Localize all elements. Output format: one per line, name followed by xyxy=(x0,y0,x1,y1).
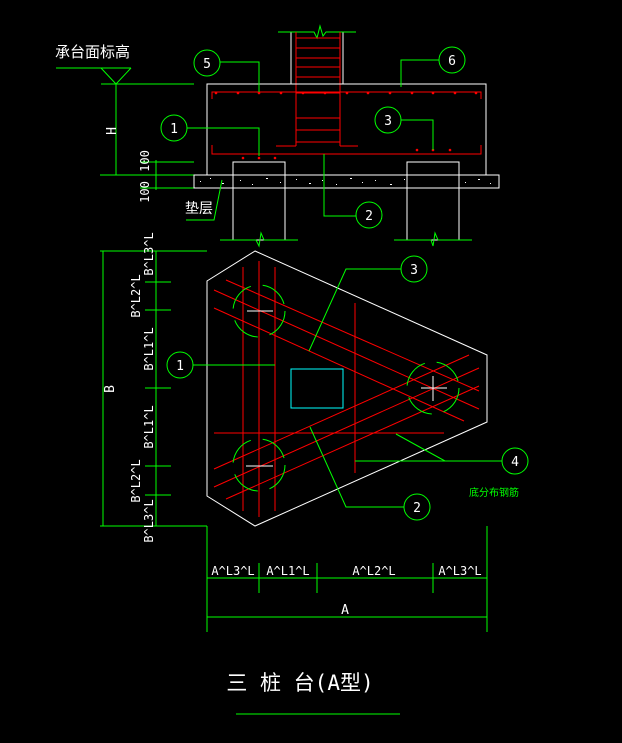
callout-6: 6 xyxy=(448,54,456,69)
piles-section xyxy=(220,161,472,248)
dim-B-L1-bottom: B^L1^L xyxy=(142,405,156,448)
callout-2: 2 xyxy=(365,209,373,224)
drawing-title: 三 桩 台(A型) xyxy=(226,671,373,695)
callout-bubble-3 xyxy=(400,255,428,283)
plan-callout-1: 1 xyxy=(176,359,184,374)
dim-B-L3-top: B^L3^L xyxy=(142,232,156,275)
dim-A: A xyxy=(341,603,349,618)
section-view: 承台面标高 H 100 100 xyxy=(55,24,500,248)
column-stirrups xyxy=(276,32,358,147)
dim-100-bottom: 100 xyxy=(138,181,152,203)
plan-left-dimensions: B B^L3^L B^L2^L B^L1^L B^L1^L B^L2^L B^L… xyxy=(100,232,208,632)
dim-A-L3-right: A^L3^L xyxy=(438,564,481,578)
elevation-symbol xyxy=(56,67,194,85)
callout-bubble-6 xyxy=(438,46,466,74)
dim-B-L1-top: B^L1^L xyxy=(142,327,156,370)
callout-1: 1 xyxy=(170,122,178,137)
callout-bubble-4 xyxy=(501,447,529,475)
dim-B-L2-top: B^L2^L xyxy=(129,274,143,317)
callout-bubble-2 xyxy=(355,201,383,229)
callout-bubble-5 xyxy=(193,49,221,77)
cap-rebar xyxy=(211,91,482,160)
plan-callout-4: 4 xyxy=(511,455,519,470)
column-outline xyxy=(290,368,344,409)
cushion-layer: 垫层 xyxy=(185,174,500,221)
dim-B-L3-bottom: B^L3^L xyxy=(142,499,156,542)
column xyxy=(278,24,356,84)
section-dimensions: H 100 100 xyxy=(100,84,194,203)
dim-B-L2-bottom: B^L2^L xyxy=(129,459,143,502)
dim-H: H xyxy=(105,127,120,135)
callout-bubble-3 xyxy=(374,106,402,134)
plan-callouts: 3 1 4 2 底分布钢筋 xyxy=(166,255,529,521)
pile-cap-section xyxy=(206,83,487,176)
dim-B: B xyxy=(103,385,118,393)
callout-5: 5 xyxy=(203,57,211,72)
plan-view: 3 1 4 2 底分布钢筋 B B^L3^L B xyxy=(100,232,529,632)
bottom-distribution-label: 底分布钢筋 xyxy=(469,486,519,499)
plan-rebar xyxy=(213,261,480,517)
plan-callout-3: 3 xyxy=(410,263,418,278)
callout-3: 3 xyxy=(384,114,392,129)
plan-callout-2: 2 xyxy=(413,501,421,516)
dim-100-top: 100 xyxy=(138,150,152,172)
pile-cap-outline xyxy=(206,250,488,527)
dim-A-L2: A^L2^L xyxy=(352,564,395,578)
dim-A-L3-left: A^L3^L xyxy=(211,564,254,578)
plan-bottom-dimensions: A^L3^L A^L1^L A^L2^L A^L3^L A xyxy=(207,526,488,632)
callout-bubble-2 xyxy=(403,493,431,521)
section-callouts: 5 6 3 1 2 xyxy=(160,46,466,229)
pile-locations xyxy=(232,284,460,492)
callout-bubble-1 xyxy=(160,114,188,142)
break-line xyxy=(278,24,356,40)
callout-bubble-1 xyxy=(166,351,194,379)
elevation-label: 承台面标高 xyxy=(55,43,130,61)
dim-A-L1: A^L1^L xyxy=(266,564,309,578)
cushion-label: 垫层 xyxy=(185,201,213,217)
